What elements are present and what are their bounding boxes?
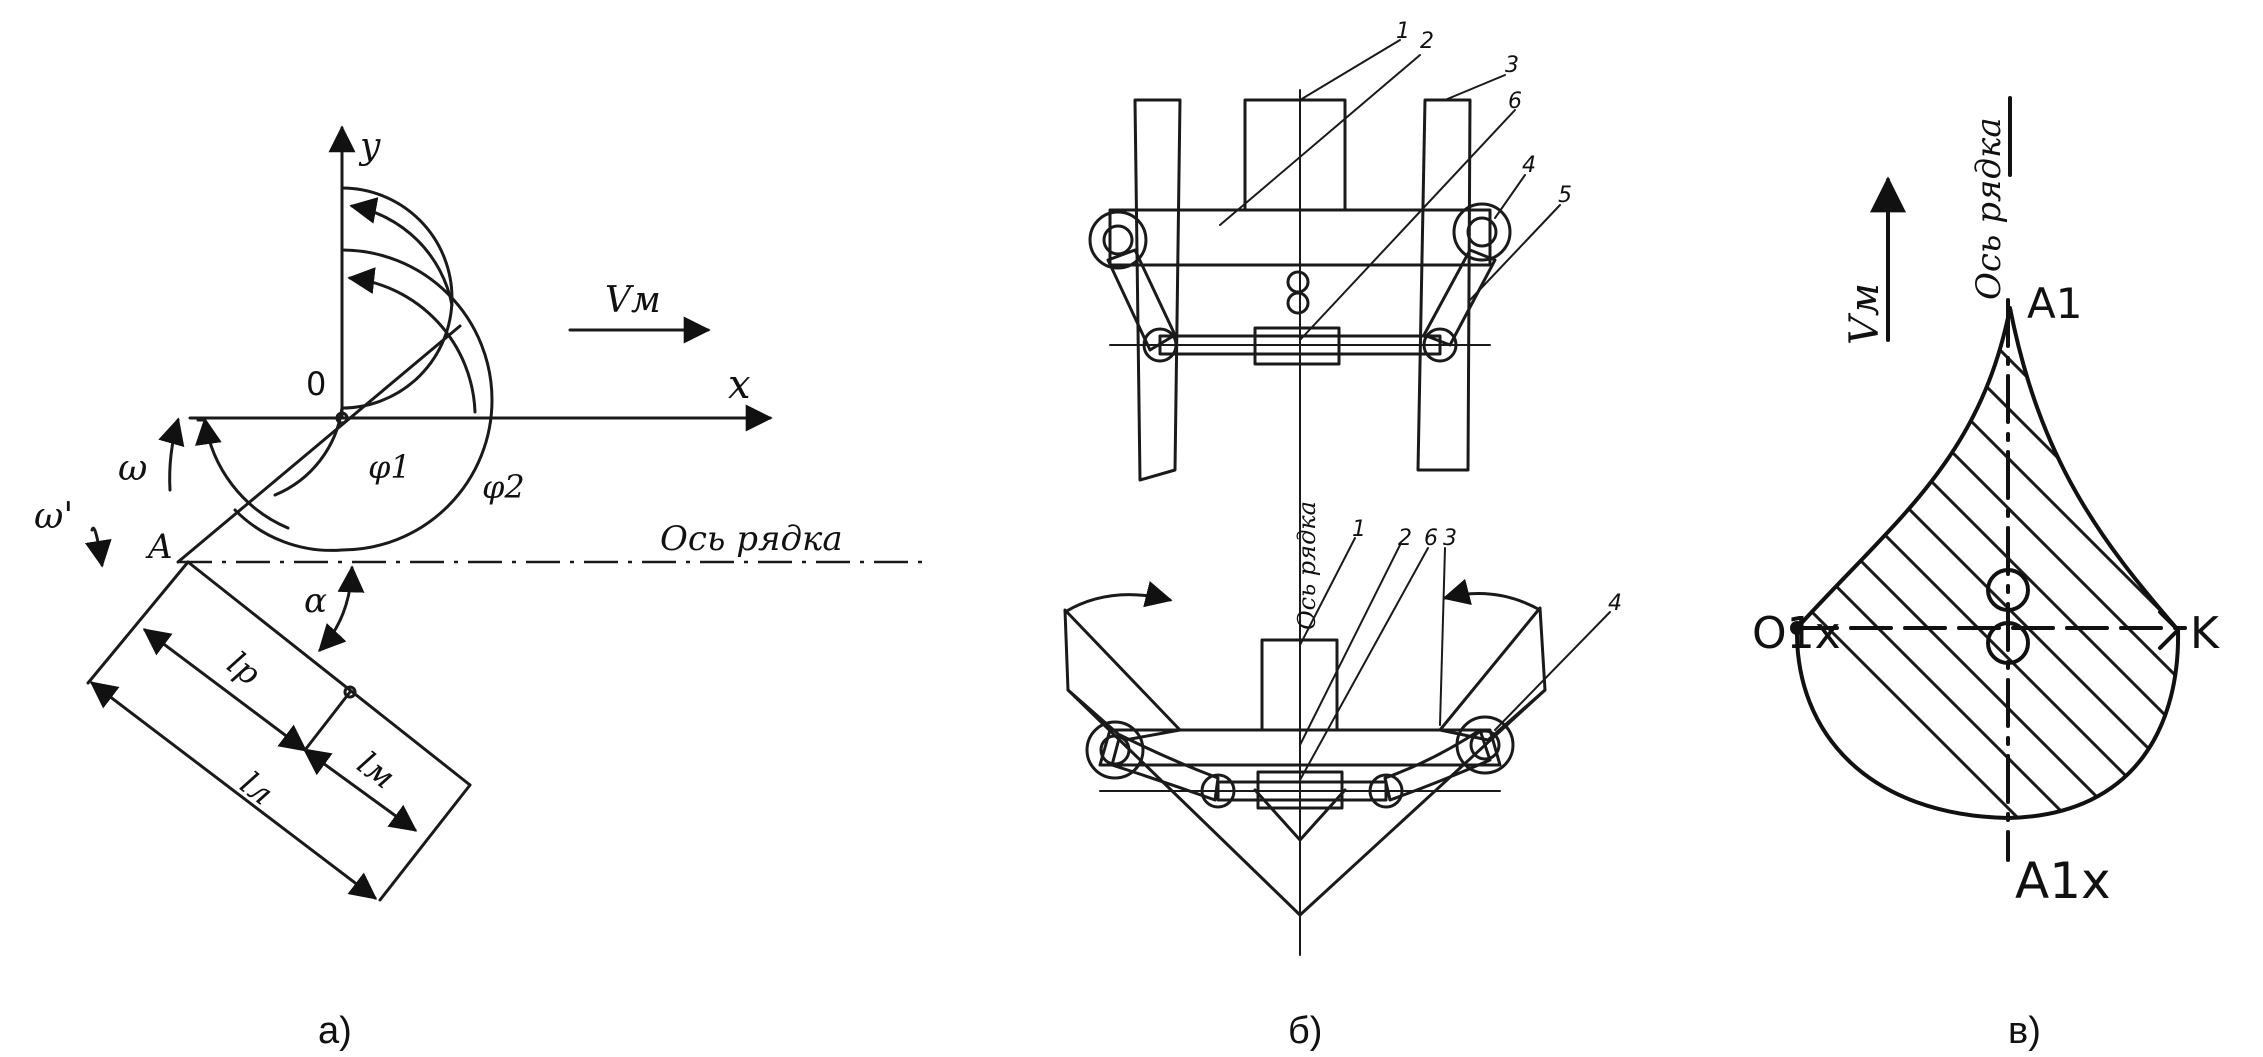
panel-a: y x 0 Vм ω ω' A φ1 φ2 α Ось рядка lр lм …: [34, 125, 925, 1052]
phi1-arc-top: [349, 197, 454, 307]
dimension-ll: [89, 681, 378, 900]
bottom-left-hinge-outer: [1085, 720, 1145, 780]
leader-top-3: [1444, 74, 1506, 101]
knife-left-edge: [86, 560, 190, 685]
bottom-left-link: [1110, 733, 1220, 802]
label-alpha: α: [304, 581, 327, 621]
label-k: K: [2190, 608, 2220, 659]
phi2-outer-arc: [340, 248, 494, 552]
top-right-hinge-outer: [1452, 202, 1512, 262]
point-k-arrowhead: [2158, 610, 2180, 650]
bottom-left-hinge-inner: [1099, 734, 1131, 766]
label-phi1: φ1: [368, 448, 411, 486]
top-right-hinge-inner: [1466, 216, 1498, 248]
leader-top-2: [1219, 54, 1421, 226]
caption-b: б): [1288, 1010, 1322, 1052]
v-circle-upper: [1986, 568, 2030, 612]
v-circle-lower: [1986, 621, 2030, 665]
drop-outline: [1794, 306, 2181, 820]
label-omega: ω: [118, 448, 147, 489]
bottom-beam: [1098, 728, 1502, 767]
panel-v: Vм Ось рядка A1 A1x O1x K в): [1752, 96, 2220, 1052]
label-b-row-axis: Ось рядка: [1293, 501, 1321, 630]
label-a1: A1: [2027, 279, 2082, 328]
bottom-v-profile: [1066, 688, 1547, 917]
label-origin: 0: [306, 365, 326, 403]
omega-prime-arrow: [84, 526, 112, 568]
caption-v: в): [2008, 1010, 2041, 1052]
bottom-right-rotation-arrow: [1442, 578, 1542, 612]
top-left-blade: [1133, 98, 1182, 482]
point-o1x-dot: [1790, 621, 1804, 635]
label-top-5: 5: [1558, 183, 1572, 208]
leader-top-6: [1299, 109, 1516, 341]
top-eye-lower: [1286, 291, 1310, 315]
label-row-axis: Ось рядка: [660, 519, 843, 559]
top-right-blade: [1416, 98, 1472, 472]
bottom-left-rotation-arrow: [1063, 581, 1173, 614]
label-point-a: A: [145, 527, 173, 567]
label-bottom-4: 4: [1608, 591, 1622, 616]
bottom-right-link: [1383, 728, 1492, 802]
knife-top-edge: [186, 560, 472, 787]
label-lp: lр: [220, 644, 267, 693]
dimension-lp: [142, 628, 308, 752]
label-v-velocity: Vм: [1842, 283, 1888, 345]
label-top-3: 3: [1505, 53, 1519, 78]
leader-bottom-1: [1299, 537, 1356, 646]
phi2-outer-arc-tail: [233, 508, 344, 552]
bottom-right-hinge-inner: [1469, 729, 1501, 761]
label-bottom-1: 1: [1352, 517, 1366, 542]
top-left-hinge-outer: [1088, 210, 1148, 270]
phi2-arc-arrow: [347, 267, 477, 414]
label-v-row-axis: Ось рядка: [1969, 117, 2009, 300]
leader-bottom-6: [1299, 547, 1429, 781]
label-y: y: [358, 126, 381, 167]
label-top-1: 1: [1396, 19, 1410, 44]
phi1-arc-low: [273, 406, 344, 497]
label-bottom-3: 3: [1443, 526, 1457, 551]
label-ll: lл: [233, 764, 280, 813]
alpha-arc: [318, 565, 365, 652]
label-top-2: 2: [1420, 29, 1434, 54]
knife-pivot: [343, 685, 357, 699]
top-frame-post: [1243, 98, 1347, 212]
omega-arrow: [158, 417, 185, 492]
label-top-6: 6: [1508, 89, 1522, 114]
label-bottom-6: 6: [1424, 526, 1438, 551]
leader-top-5: [1469, 204, 1561, 301]
label-bottom-2: 2: [1398, 526, 1412, 551]
phi1-arc-right: [340, 186, 454, 410]
label-a1x: A1x: [2015, 852, 2111, 910]
leader-top-4: [1494, 174, 1526, 219]
knife-right-edge: [378, 783, 472, 902]
bottom-right-wing: [1438, 606, 1547, 742]
leader-bottom-2: [1299, 544, 1401, 746]
leader-top-1: [1299, 39, 1401, 101]
label-omega-prime: ω': [34, 496, 73, 537]
label-o1x: O1x: [1752, 608, 1841, 659]
caption-a: а): [318, 1010, 352, 1052]
label-velocity: Vм: [605, 280, 661, 321]
label-x: x: [728, 362, 751, 408]
leader-bottom-3: [1439, 547, 1446, 726]
left-arc: [195, 417, 290, 530]
label-phi2: φ2: [482, 468, 525, 506]
top-left-hinge-inner: [1102, 224, 1134, 256]
top-beam: [1108, 208, 1492, 267]
bottom-left-wing: [1063, 608, 1182, 742]
label-top-4: 4: [1522, 153, 1536, 178]
mid-tick: [303, 690, 352, 752]
top-eye-upper: [1286, 270, 1310, 294]
arm-line: [176, 324, 462, 564]
leader-bottom-4: [1494, 611, 1611, 731]
panel-b: 1 2 3 6 4 5 Ось рядка 1: [1063, 19, 1622, 1052]
